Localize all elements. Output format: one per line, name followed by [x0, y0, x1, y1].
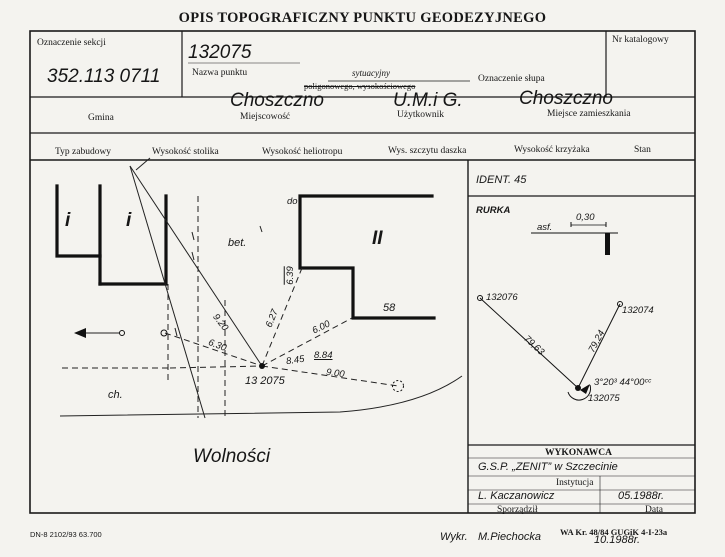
building-label-i-1: i [65, 210, 71, 231]
data-label: Data [645, 505, 663, 515]
nazwa-punktu-value: 132075 [188, 42, 252, 63]
form-code: DN-8 2102/93 63.700 [30, 530, 102, 539]
house-number-58: 58 [383, 302, 396, 314]
point-label-132075-detail: 132075 [588, 393, 620, 404]
building-label-II: II [372, 228, 383, 249]
surface-bet-label: bet. [228, 237, 247, 249]
distance-639: 6.39 [284, 266, 296, 285]
do-label: do [287, 196, 298, 207]
nr-katalogowy-label: Nr katalogowy [612, 35, 669, 45]
ident-label: IDENT. 45 [476, 174, 527, 186]
asf-label: asf. [537, 222, 553, 233]
wysokosc-stolika-label: Wysokość stolika [152, 147, 219, 157]
oznaczenie-sekcji-value: 352.113 0711 [47, 66, 161, 87]
street-name-wolnosci: Wolności [193, 446, 271, 467]
point-label-132076: 132076 [486, 292, 518, 303]
document-title: OPIS TOPOGRAFICZNY PUNKTU GEODEZYJNEGO [178, 10, 547, 26]
sytuacyjny-text: sytuacyjny [352, 68, 390, 78]
sporzadzil-value: L. Kaczanowicz [478, 490, 555, 502]
sporzadzil-date: 05.1988r. [618, 490, 665, 502]
stan-label: Stan [634, 145, 651, 155]
distance-884: 8.84 [314, 350, 333, 361]
asf-dimension: 0,30 [576, 212, 595, 223]
uzytkownik-value: U.M.i G. [393, 90, 463, 111]
wykonawca-label: WYKONAWCA [545, 448, 613, 458]
gmina-value: Choszczno [230, 90, 324, 111]
point-label-132075: 13 2075 [245, 375, 285, 387]
wys-szczytu-daszka-label: Wys. szczytu daszka [388, 146, 467, 156]
distance-900: 9.00 [325, 366, 346, 381]
building-label-i-2: i [126, 210, 132, 231]
wykonawca-value: G.S.P. „ZENIT” w Szczecinie [478, 461, 618, 473]
wysokosc-heliotropu-label: Wysokość heliotropu [262, 147, 343, 157]
point-label-132074: 132074 [622, 305, 654, 316]
poligonowego-text: poligonowego, wysokościowego [304, 81, 416, 91]
nazwa-punktu-label: Nazwa punktu [192, 68, 248, 78]
oznaczenie-slupa-label: Oznaczenie słupa [478, 74, 545, 84]
miejsce-zamieszkania-value: Choszczno [519, 88, 613, 109]
wysokosc-krzyzaka-label: Wysokość krzyżaka [514, 145, 590, 155]
sporzadzil-label: Sporządził [497, 505, 538, 515]
miejsce-zamieszkania-label: Miejsce zamieszkania [547, 109, 631, 119]
wykr-label: Wykr. [440, 531, 468, 543]
gmina-label: Gmina [88, 113, 114, 123]
uzytkownik-label: Użytkownik [397, 110, 444, 120]
ch-label: ch. [108, 389, 123, 401]
typ-zabudowy-label: Typ zabudowy [55, 147, 112, 157]
instytucja-label: Instytucja [556, 478, 594, 488]
wykr-date: 10.1988r. [594, 534, 641, 546]
angle-value: 3°20³ 44°00ᶜᶜ [594, 377, 652, 388]
approval-code: WA Kr. 48/84 GUGiK 4-I-23a [560, 527, 668, 537]
miejscowosc-label: Miejscowość [240, 112, 291, 122]
rurka-label: RURKA [476, 205, 511, 216]
oznaczenie-sekcji-label: Oznaczenie sekcji [37, 38, 106, 48]
wykr-name: M.Piechocka [478, 531, 541, 543]
